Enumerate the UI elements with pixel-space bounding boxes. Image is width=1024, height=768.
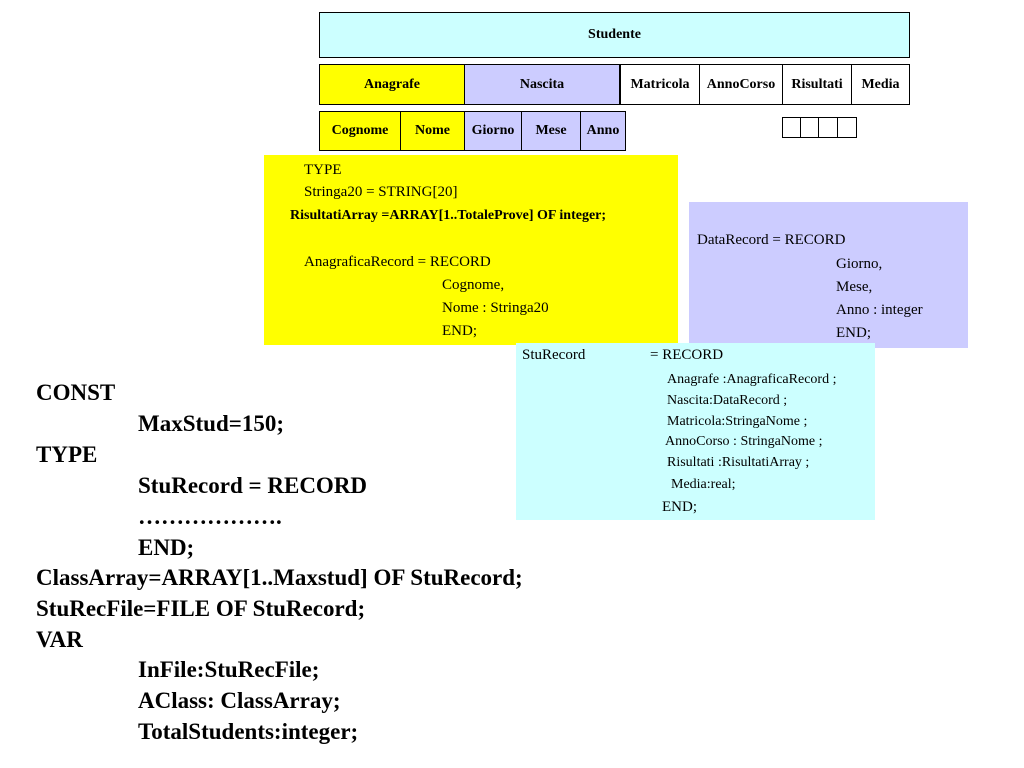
cognome-label: Cognome <box>331 123 389 138</box>
code-line: DataRecord = RECORD <box>697 232 846 248</box>
cognome-box: Cognome <box>319 111 401 151</box>
code-line: AnagraficaRecord = RECORD <box>304 254 491 270</box>
giorno-label: Giorno <box>471 123 515 138</box>
datarecord-type-panel: DataRecord = RECORD Giorno, Mese, Anno :… <box>689 202 968 348</box>
code-line: TYPE <box>36 442 98 467</box>
media-box: Media <box>851 64 910 105</box>
studente-root-box: Studente <box>319 12 910 58</box>
anagrafe-label: Anagrafe <box>364 76 420 92</box>
code-line: StuRecFile=FILE OF StuRecord; <box>36 596 366 621</box>
risultati-label: Risultati <box>791 76 843 92</box>
giorno-box: Giorno <box>464 111 522 151</box>
code-line: TotalStudents:integer; <box>138 719 359 744</box>
studente-label: Studente <box>588 27 641 42</box>
anno-label: Anno <box>586 123 620 138</box>
code-line: END; <box>836 325 871 341</box>
code-line: Nome : Stringa20 <box>442 300 549 316</box>
nome-label: Nome <box>415 123 450 138</box>
code-line: Cognome, <box>442 277 505 293</box>
matricola-box: Matricola <box>620 64 700 105</box>
nome-box: Nome <box>400 111 465 151</box>
code-line: CONST <box>36 380 116 405</box>
code-line: ………………. <box>138 504 282 529</box>
code-line: Anno : integer <box>836 302 923 318</box>
code-line: InFile:StuRecFile; <box>138 657 320 682</box>
code-line: Mese, <box>836 279 873 295</box>
code-line: Stringa20 = STRING[20] <box>304 184 458 200</box>
nascita-box: Nascita <box>464 64 620 105</box>
code-line: Giorno, <box>836 256 883 272</box>
sturecord-type-panel: StuRecord = RECORD Anagrafe :AnagraficaR… <box>516 343 875 520</box>
risultati-array-cell <box>837 117 857 138</box>
code-line: ClassArray=ARRAY[1..Maxstud] OF StuRecor… <box>36 565 523 590</box>
nascita-label: Nascita <box>519 76 565 92</box>
risultati-array-cell <box>818 117 838 138</box>
matricola-label: Matricola <box>630 76 690 92</box>
anagrafe-box: Anagrafe <box>319 64 465 105</box>
code-line: TYPE <box>304 162 342 178</box>
code-line: END; <box>442 323 477 339</box>
field-line: Matricola:StringaNome ; <box>667 414 808 429</box>
code-line: VAR <box>36 627 83 652</box>
code-line: AClass: ClassArray; <box>138 688 341 713</box>
sturecord-record-keyword: = RECORD <box>650 347 724 363</box>
field-line: Nascita:DataRecord ; <box>667 393 788 408</box>
risultati-box: Risultati <box>782 64 852 105</box>
media-label: Media <box>861 76 900 92</box>
sturecord-name: StuRecord <box>522 347 586 363</box>
field-line: Anagrafe :AnagraficaRecord ; <box>667 372 837 387</box>
code-line: MaxStud=150; <box>138 411 285 436</box>
anno-box: Anno <box>580 111 626 151</box>
mese-label: Mese <box>535 123 567 138</box>
mese-box: Mese <box>521 111 581 151</box>
code-line: END; <box>138 535 195 560</box>
annocorso-box: AnnoCorso <box>699 64 783 105</box>
field-line: Media:real; <box>671 477 736 492</box>
anagrafica-type-panel: TYPE Stringa20 = STRING[20] RisultatiArr… <box>264 155 678 345</box>
code-line: RisultatiArray =ARRAY[1..TotaleProve] OF… <box>290 208 607 223</box>
end-line: END; <box>662 499 697 515</box>
code-line: StuRecord = RECORD <box>138 473 368 498</box>
field-line: AnnoCorso : StringaNome ; <box>665 434 823 449</box>
annocorso-label: AnnoCorso <box>706 76 776 92</box>
risultati-array-cell <box>800 117 819 138</box>
field-line: Risultati :RisultatiArray ; <box>667 455 810 470</box>
risultati-array-cell <box>782 117 801 138</box>
